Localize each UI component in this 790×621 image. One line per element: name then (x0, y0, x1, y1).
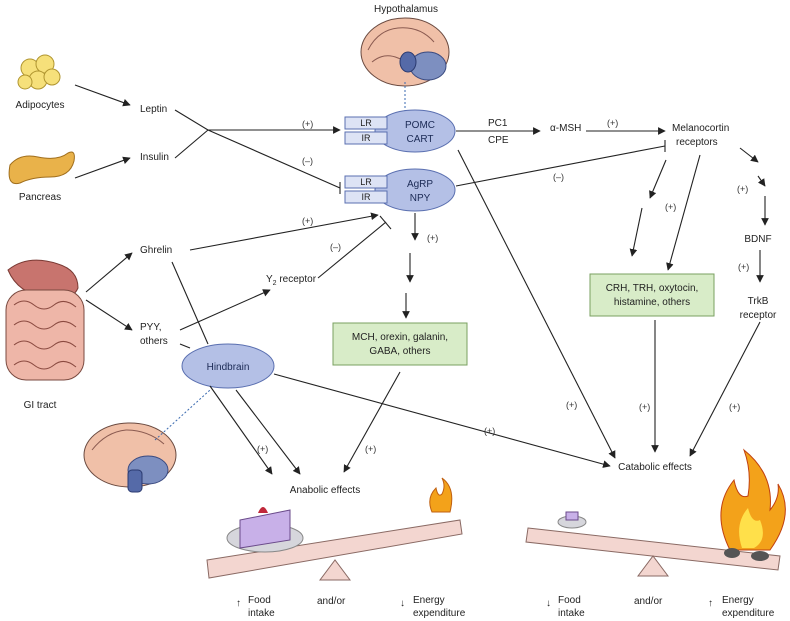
hindbrain-brain-illustration (83, 389, 211, 493)
trkb-label-2: receptor (740, 310, 777, 321)
pomc-lr-receptor: LR (344, 116, 388, 130)
sign-plus-ghrelin: (+) (302, 216, 313, 226)
bdnf-label: BDNF (744, 234, 771, 245)
pc1-label: PC1 (488, 118, 508, 129)
sign-plus-hindbrain-cat: (+) (484, 426, 495, 436)
food-label-ana: Food (248, 595, 271, 606)
melanocortin-label-1: Melanocortin (672, 123, 729, 134)
andor-label-cat: and/or (634, 596, 663, 607)
anabolic-seesaw (206, 477, 463, 581)
anabolic-outcome-legend: ↑ Food intake and/or ↓ Energy expenditur… (236, 595, 466, 619)
sign-plus-amsh: (+) (607, 118, 618, 128)
insulin-label: Insulin (140, 152, 169, 163)
leptin-label: Leptin (140, 104, 167, 115)
energy-label-ana: Energy (413, 595, 445, 606)
sign-minus-y2: (–) (330, 242, 341, 252)
hypothalamus-brain-illustration (360, 17, 450, 112)
sign-plus-trkb: (+) (738, 262, 749, 272)
intake-label-cat: intake (558, 608, 585, 619)
sign-plus-crh: (+) (665, 202, 676, 212)
agrp-npy-node: AgRP NPY (374, 168, 456, 212)
npy-label: NPY (410, 193, 431, 204)
sign-plus-mch-ana: (+) (365, 444, 376, 454)
expenditure-label-cat: expenditure (722, 608, 775, 619)
cart-label: CART (406, 134, 433, 145)
regulation-signs: (+) (–) (+) (–) (+) (–) (+) (+) (+) (+) … (257, 118, 749, 454)
agrp-ir-label: IR (362, 192, 372, 202)
pomc-ir-receptor: IR (344, 131, 388, 145)
agrp-lr-label: LR (360, 177, 372, 187)
anabolic-effects-label: Anabolic effects (290, 485, 360, 496)
down-arrow-energy-ana: ↓ (400, 598, 405, 609)
adipocytes-label: Adipocytes (16, 100, 65, 111)
sign-plus-pomc-cat: (+) (566, 400, 577, 410)
mch-line-1: MCH, orexin, galanin, (352, 332, 448, 343)
ghrelin-label: Ghrelin (140, 245, 172, 256)
agrp-lr-receptor: LR (344, 175, 388, 189)
agrp-label: AgRP (407, 179, 433, 190)
sign-plus-bdnf: (+) (737, 184, 748, 194)
pomc-label: POMC (405, 120, 435, 131)
mch-line-2: GABA, others (369, 346, 430, 357)
sign-minus-mc: (–) (553, 172, 564, 182)
hindbrain-node: Hindbrain (181, 343, 275, 389)
pomc-cart-node: POMC CART (374, 109, 456, 153)
melanocortin-label-2: receptors (676, 137, 718, 148)
down-arrow-food-cat: ↓ (546, 598, 551, 609)
pyy-label-1: PYY, (140, 322, 162, 333)
pyy-label-2: others (140, 336, 168, 347)
hypothalamus-label: Hypothalamus (374, 4, 438, 15)
y2-receptor-label: Y2 receptor (266, 274, 317, 287)
gi-tract-label: GI tract (24, 400, 57, 411)
intake-label-ana: intake (248, 608, 275, 619)
catabolic-effects-label: Catabolic effects (618, 462, 692, 473)
sign-plus-hindbrain-ana: (+) (257, 444, 268, 454)
catabolic-seesaw (525, 448, 786, 577)
up-arrow-food-ana: ↑ (236, 598, 241, 609)
trkb-label-1: TrkB (748, 296, 769, 307)
food-label-cat: Food (558, 595, 581, 606)
gi-tract-illustration (5, 259, 85, 381)
pancreas-label: Pancreas (19, 192, 61, 203)
sign-plus-trkb-cat: (+) (729, 402, 740, 412)
mch-orexin-box: MCH, orexin, galanin, GABA, others (332, 322, 468, 366)
sign-plus-agrp-out: (+) (427, 233, 438, 243)
agrp-ir-receptor: IR (344, 190, 388, 204)
sign-minus-agrp: (–) (302, 156, 313, 166)
crh-line-1: CRH, TRH, oxytocin, (606, 283, 699, 294)
up-arrow-energy-cat: ↑ (708, 598, 713, 609)
amsh-label: α-MSH (550, 123, 581, 134)
catabolic-outcome-legend: ↓ Food intake and/or ↑ Energy expenditur… (546, 595, 775, 619)
crh-trh-box: CRH, TRH, oxytocin, histamine, others (589, 273, 715, 317)
pathway-arrows (74, 84, 769, 475)
pomc-lr-label: LR (360, 118, 372, 128)
adipocytes-illustration (17, 54, 61, 90)
energy-label-cat: Energy (722, 595, 754, 606)
hindbrain-label: Hindbrain (207, 362, 250, 373)
andor-label-ana: and/or (317, 596, 346, 607)
cpe-label: CPE (488, 135, 509, 146)
pancreas-illustration (8, 151, 75, 185)
crh-line-2: histamine, others (614, 297, 690, 308)
sign-plus-pomc: (+) (302, 119, 313, 129)
pomc-ir-label: IR (362, 133, 372, 143)
expenditure-label-ana: expenditure (413, 608, 466, 619)
sign-plus-crh-cat: (+) (639, 402, 650, 412)
